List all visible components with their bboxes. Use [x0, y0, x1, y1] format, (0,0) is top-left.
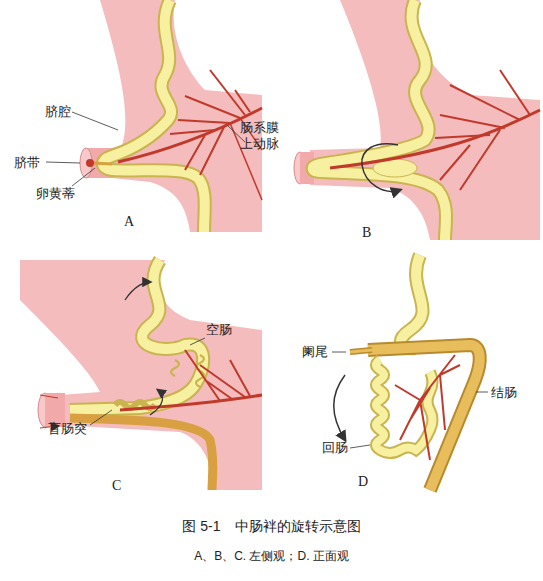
- panel-letter: C: [112, 478, 121, 495]
- panel-a: [46, 0, 262, 232]
- panel-letter: B: [362, 225, 371, 242]
- label: 盲肠突: [48, 421, 87, 437]
- label: 卵黄蒂: [36, 186, 75, 202]
- label: 回肠: [322, 440, 348, 456]
- label: 阑尾: [302, 344, 328, 360]
- panel-b: [294, 0, 540, 240]
- panel-letter: D: [358, 474, 368, 491]
- panel-d: [332, 255, 488, 490]
- caption-note: A、B、C. 左侧观；D. 正面观: [194, 548, 349, 565]
- figure-caption: 图 5-1 中肠袢的旋转示意图: [182, 518, 360, 536]
- label: 脐腔: [45, 104, 71, 120]
- panel-letter: A: [124, 214, 134, 231]
- panel-c: [20, 260, 262, 490]
- label: 结肠: [491, 385, 517, 401]
- label: 肠系膜 上动脉: [240, 120, 282, 151]
- label: 空肠: [206, 322, 232, 338]
- label: 脐带: [14, 155, 40, 171]
